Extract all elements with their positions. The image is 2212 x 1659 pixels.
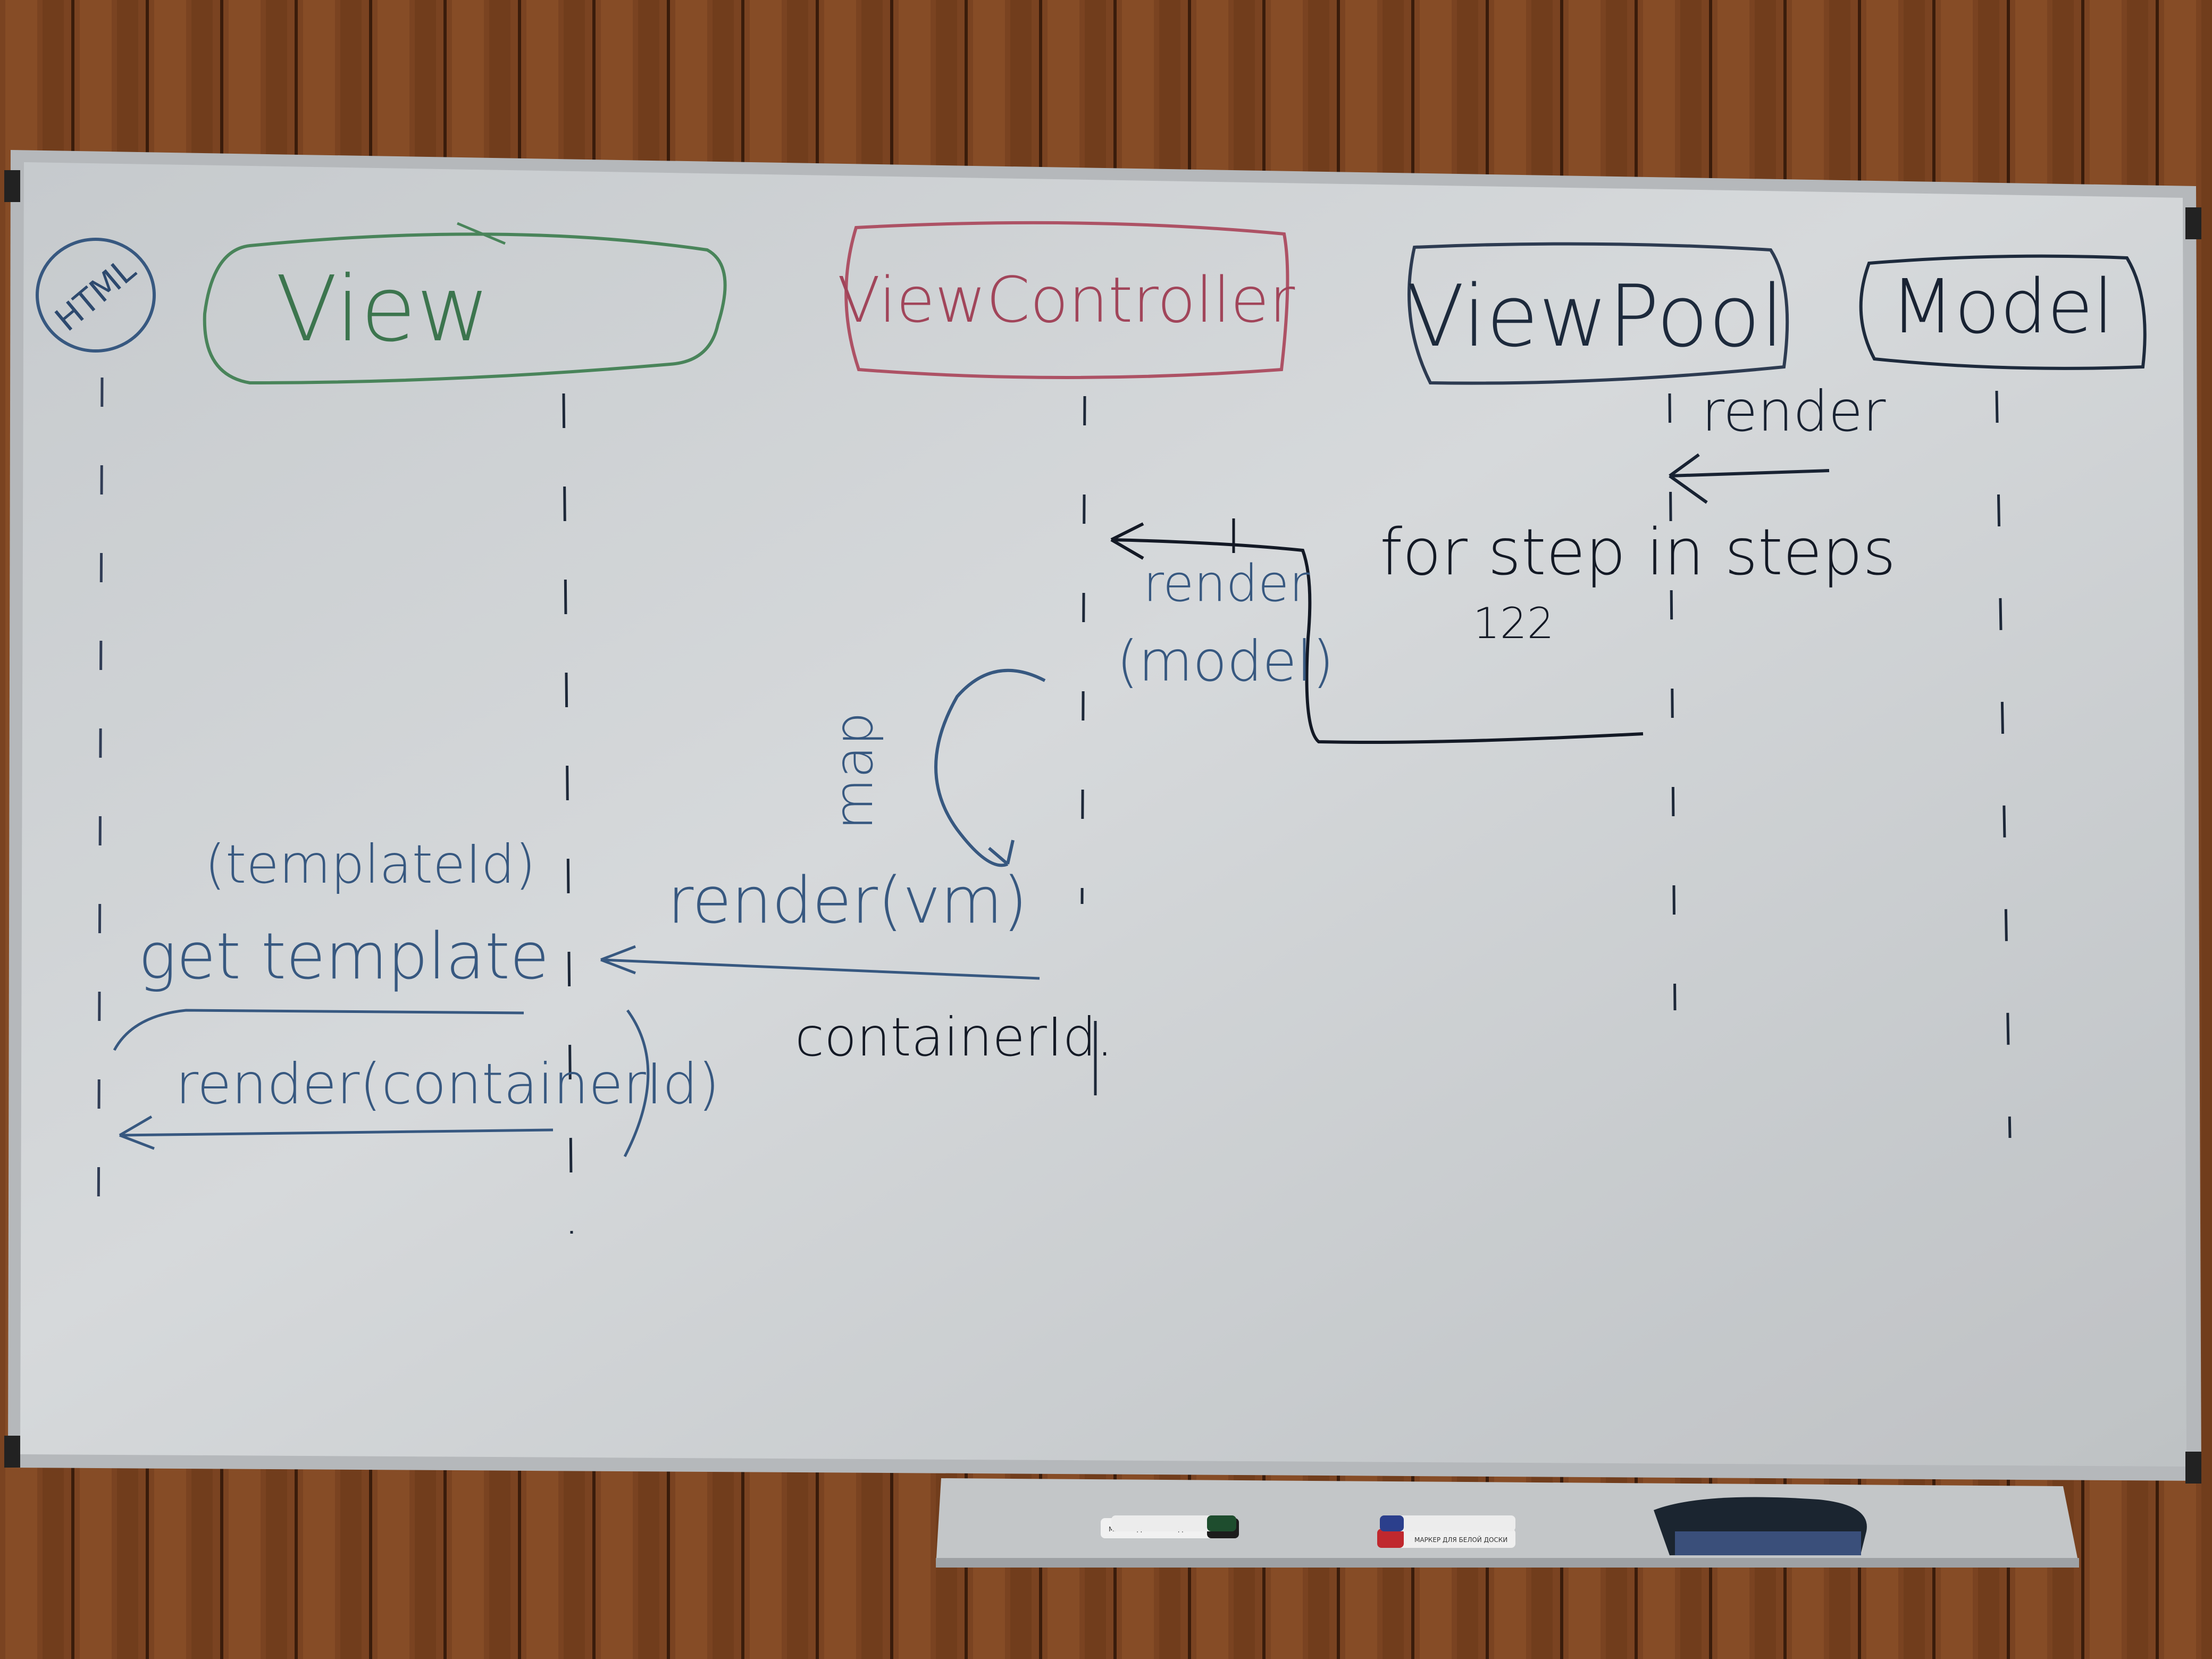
line-number-label: 122	[1473, 599, 1554, 648]
render-model-label-1: render	[1143, 555, 1310, 613]
render-container-label: render(containerId)	[175, 1052, 720, 1117]
marker-label: МАРКЕР ДЛЯ БЕЛОЙ ДОСКИ	[1414, 1536, 1507, 1544]
corner-clip	[2185, 1452, 2201, 1484]
message-render-model: render (model)	[1110, 518, 1644, 744]
lifeline-viewpool	[1668, 393, 1677, 1011]
board-eraser	[1654, 1497, 1867, 1555]
template-id-label: (templateId)	[205, 833, 535, 895]
render-model-label-2: (model)	[1117, 629, 1334, 694]
lifeline-header-view: View	[203, 222, 727, 385]
marker-tray-lip	[936, 1558, 2079, 1568]
viewcontroller-label: ViewController	[837, 263, 1295, 337]
corner-clip	[4, 1436, 20, 1468]
message-map-loop: map	[823, 668, 1046, 867]
board-shading	[20, 162, 2186, 1467]
view-label: View	[275, 257, 490, 362]
container-id-label: containerId.	[795, 1006, 1113, 1068]
corner-clip	[2185, 207, 2201, 239]
message-render-in: render	[1669, 379, 1886, 504]
corner-clip	[4, 170, 20, 202]
lifeline-html	[97, 377, 104, 1234]
message-render-vm: render(vm) containerId.	[600, 864, 1113, 1068]
loop-annotation: for step in steps 122	[1380, 516, 1896, 648]
model-label: Model	[1890, 264, 2114, 350]
whiteboard-surface	[20, 162, 2186, 1467]
lifeline-header-viewpool: ViewPool	[1406, 242, 1789, 385]
red-marker: МАРКЕР ДЛЯ БЕЛОЙ ДОСКИ	[1377, 1529, 1515, 1548]
lifeline-viewcontroller	[1080, 396, 1097, 1095]
lifeline-model	[1995, 390, 2012, 1138]
render-in-label: render	[1702, 379, 1886, 444]
lifeline-header-model: Model	[1859, 254, 2147, 370]
message-get-template: (templateId) get template	[113, 833, 549, 1051]
blue-marker	[1380, 1515, 1515, 1531]
viewpool-label: ViewPool	[1406, 266, 1784, 366]
for-steps-label: for step in steps	[1380, 516, 1896, 590]
message-render-container: render(containerId)	[119, 1009, 720, 1158]
map-label: map	[823, 712, 885, 830]
lifeline-header-viewcontroller: ViewController	[837, 221, 1295, 379]
render-vm-label: render(vm)	[667, 864, 1027, 938]
get-template-label: get template	[138, 920, 549, 994]
green-marker	[1111, 1515, 1236, 1531]
